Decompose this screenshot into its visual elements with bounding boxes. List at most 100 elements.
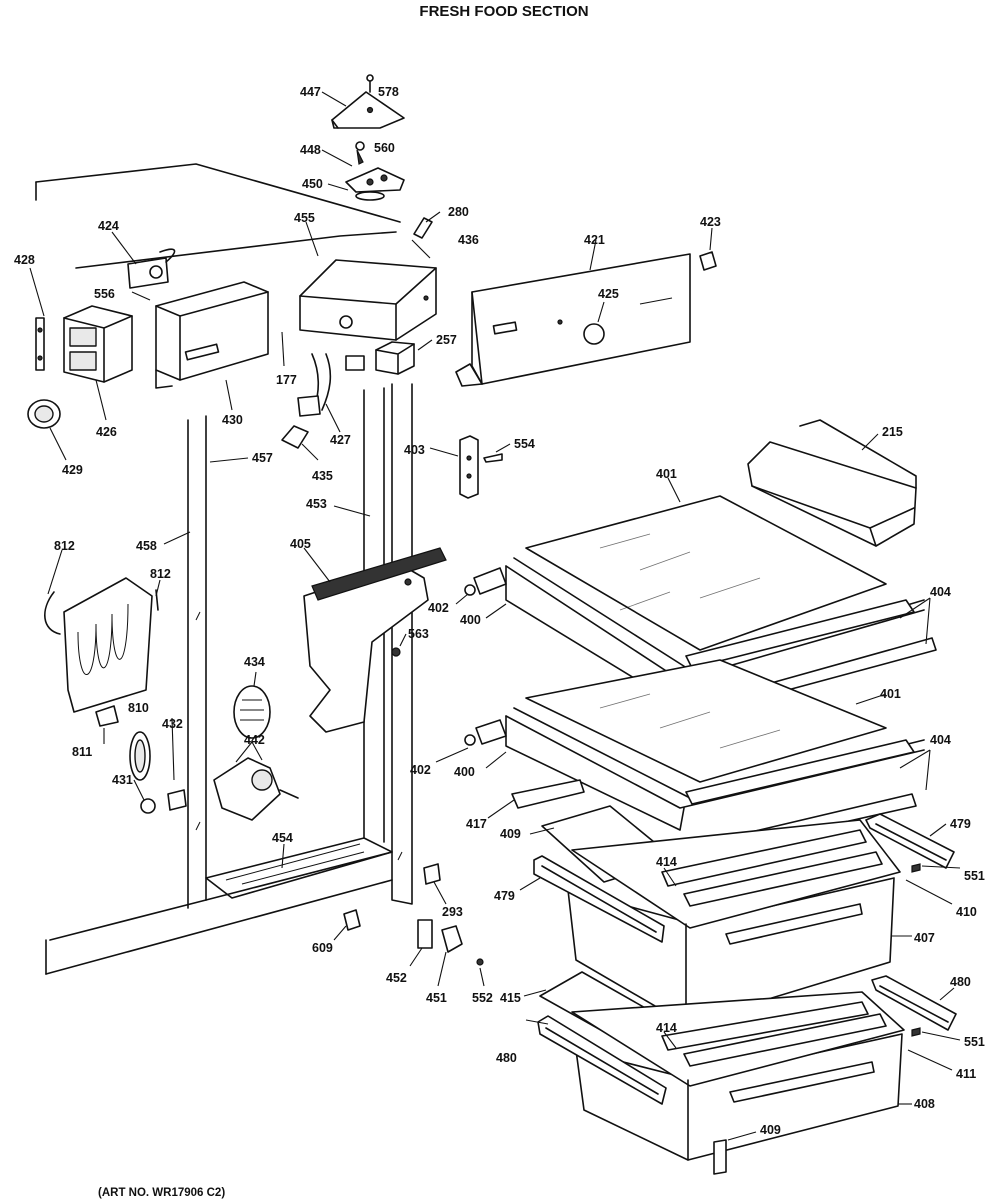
label-p452: 452 (386, 971, 407, 985)
label-p293: 293 (442, 905, 463, 919)
part-435 (281, 425, 309, 449)
heater-810 (44, 577, 159, 713)
label-p404b: 404 (930, 733, 951, 747)
hinge-assembly (331, 74, 405, 201)
label-p403: 403 (404, 443, 425, 457)
part-609 (343, 909, 361, 931)
label-p450: 450 (302, 177, 323, 191)
label-p428: 428 (14, 253, 35, 267)
label-p405: 405 (290, 537, 311, 551)
label-p480a: 480 (950, 975, 971, 989)
dairy-bin-215 (747, 419, 917, 547)
part-434 (233, 685, 271, 739)
label-p455: 455 (294, 211, 315, 225)
label-p554: 554 (514, 437, 535, 451)
slide-480-right (871, 975, 957, 1031)
housing-426 (63, 305, 133, 383)
label-p425: 425 (598, 287, 619, 301)
label-p427: 427 (330, 433, 351, 447)
label-p177: 177 (276, 373, 297, 387)
slide-480-left (537, 1015, 667, 1105)
relay-257 (375, 341, 415, 375)
part-293 (423, 863, 441, 885)
label-p409b: 409 (760, 1123, 781, 1137)
label-p424: 424 (98, 219, 119, 233)
light-bulb-423 (699, 251, 717, 271)
label-p551a: 551 (964, 869, 985, 883)
art-number: (ART NO. WR17906 C2) (98, 1187, 225, 1199)
label-p404a: 404 (930, 585, 951, 599)
label-p407: 407 (914, 931, 935, 945)
label-p402a: 402 (428, 601, 449, 615)
label-p560: 560 (374, 141, 395, 155)
label-p409a: 409 (500, 827, 521, 841)
part-442 (213, 757, 299, 821)
label-p429: 429 (62, 463, 83, 477)
label-p448: 448 (300, 143, 321, 157)
label-p454: 454 (272, 831, 293, 845)
screw-551-lower (911, 1027, 921, 1037)
label-p410: 410 (956, 905, 977, 919)
label-p402b: 402 (410, 763, 431, 777)
part-432 (129, 731, 151, 781)
screw-552 (476, 958, 484, 966)
label-p812a: 812 (54, 539, 75, 553)
leader-lines (29, 91, 961, 1141)
label-p457: 457 (252, 451, 273, 465)
label-p435: 435 (312, 469, 333, 483)
label-p479a: 479 (950, 817, 971, 831)
part-labels: 447 578 448 560 450 280 455 436 421 423 … (14, 85, 985, 1137)
label-p563: 563 (408, 627, 429, 641)
label-p812b: 812 (150, 567, 171, 581)
label-p423: 423 (700, 215, 721, 229)
lower-shelf-401 (464, 659, 925, 847)
label-p408: 408 (914, 1097, 935, 1111)
label-p479b: 479 (494, 889, 515, 903)
label-p434: 434 (244, 655, 265, 669)
label-p551b: 551 (964, 1035, 985, 1049)
rail-403 (459, 435, 479, 499)
part-811 (95, 705, 119, 727)
label-p431: 431 (112, 773, 133, 787)
lower-pan-408 (571, 991, 905, 1175)
label-p436: 436 (458, 233, 479, 247)
label-p556: 556 (94, 287, 115, 301)
screw-554 (483, 453, 503, 463)
label-p426: 426 (96, 425, 117, 439)
label-p578: 578 (378, 85, 399, 99)
part-451 (441, 925, 463, 953)
label-p430: 430 (222, 413, 243, 427)
label-p401a: 401 (656, 467, 677, 481)
label-p411: 411 (956, 1067, 976, 1081)
screw-563 (391, 647, 401, 657)
label-p400b: 400 (454, 765, 475, 779)
slide-479-right (865, 813, 955, 869)
label-p609: 609 (312, 941, 333, 955)
thermostat-424 (127, 248, 176, 289)
label-p453: 453 (306, 497, 327, 511)
label-p257: 257 (436, 333, 457, 347)
label-p421: 421 (584, 233, 605, 247)
part-452 (417, 919, 433, 949)
fan-429 (27, 399, 61, 429)
light-bulb-280 (413, 217, 433, 239)
label-p215: 215 (882, 425, 903, 439)
screw-551-upper (911, 863, 921, 873)
label-p811: 811 (72, 745, 92, 759)
upper-pan-407 (567, 819, 901, 1025)
label-p417: 417 (466, 817, 487, 831)
bracket-428 (35, 317, 45, 371)
label-p414a: 414 (656, 855, 677, 869)
label-p414b: 414 (656, 1021, 677, 1035)
label-p442: 442 (244, 733, 265, 747)
diagram-title: FRESH FOOD SECTION (419, 3, 588, 20)
air-duct-430 (155, 281, 269, 389)
label-p401b: 401 (880, 687, 901, 701)
label-p458: 458 (136, 539, 157, 553)
label-p432: 432 (162, 717, 183, 731)
part-417 (511, 779, 585, 809)
slide-479-left (533, 855, 665, 943)
label-p451: 451 (426, 991, 447, 1005)
bracket-405 (303, 547, 447, 733)
